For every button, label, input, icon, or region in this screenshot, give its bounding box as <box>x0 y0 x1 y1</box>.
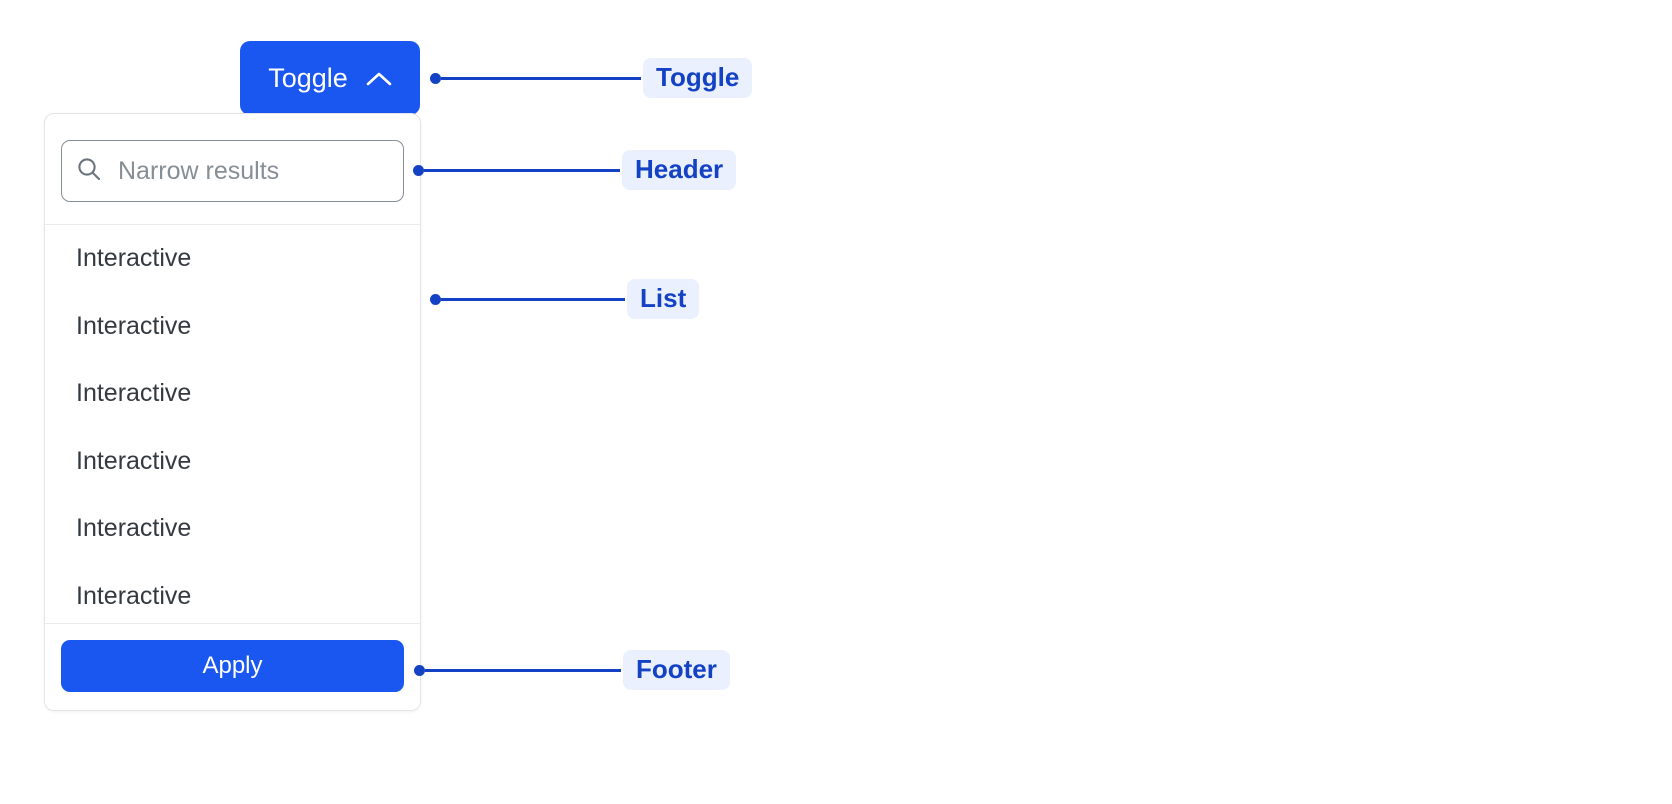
list-item-label: Interactive <box>76 514 192 543</box>
list-item[interactable]: Interactive <box>45 225 420 293</box>
annotation-dot <box>413 164 424 176</box>
search-box[interactable] <box>61 140 404 202</box>
annotation-footer: Footer <box>414 649 730 691</box>
annotation-toggle: Toggle <box>430 57 753 99</box>
apply-button[interactable]: Apply <box>61 640 404 692</box>
annotation-dot <box>430 293 441 305</box>
annotation-header: Header <box>413 149 737 191</box>
annotation-line <box>424 168 620 172</box>
list-item[interactable]: Interactive <box>45 293 420 361</box>
search-input[interactable] <box>116 155 389 187</box>
list-item-label: Interactive <box>76 244 192 273</box>
list-item-label: Interactive <box>76 581 192 610</box>
list-item[interactable]: Interactive <box>45 495 420 563</box>
annotation-line <box>425 668 621 672</box>
list-item-label: Interactive <box>76 379 192 408</box>
annotation-line <box>441 76 641 80</box>
list-item[interactable]: Interactive <box>45 563 420 624</box>
panel-header <box>45 114 420 225</box>
list-item[interactable]: Interactive <box>45 360 420 428</box>
annotation-label: Header <box>622 149 737 191</box>
annotation-list: List <box>430 278 700 320</box>
toggle-button[interactable]: Toggle <box>240 41 420 115</box>
list-item-label: Interactive <box>76 311 192 340</box>
search-icon <box>76 156 102 187</box>
dropdown-panel: Interactive Interactive Interactive Inte… <box>44 113 421 711</box>
annotation-label: Toggle <box>643 57 753 99</box>
annotation-label: Footer <box>623 649 730 691</box>
annotation-dot <box>430 72 441 84</box>
panel-footer: Apply <box>45 623 420 710</box>
chevron-up-icon <box>366 63 392 94</box>
annotation-label: List <box>627 278 700 320</box>
list-item[interactable]: Interactive <box>45 428 420 496</box>
list-item-label: Interactive <box>76 446 192 475</box>
annotation-line <box>441 297 625 301</box>
toggle-button-label: Toggle <box>268 62 348 93</box>
panel-list: Interactive Interactive Interactive Inte… <box>45 225 420 623</box>
annotation-dot <box>414 664 425 676</box>
